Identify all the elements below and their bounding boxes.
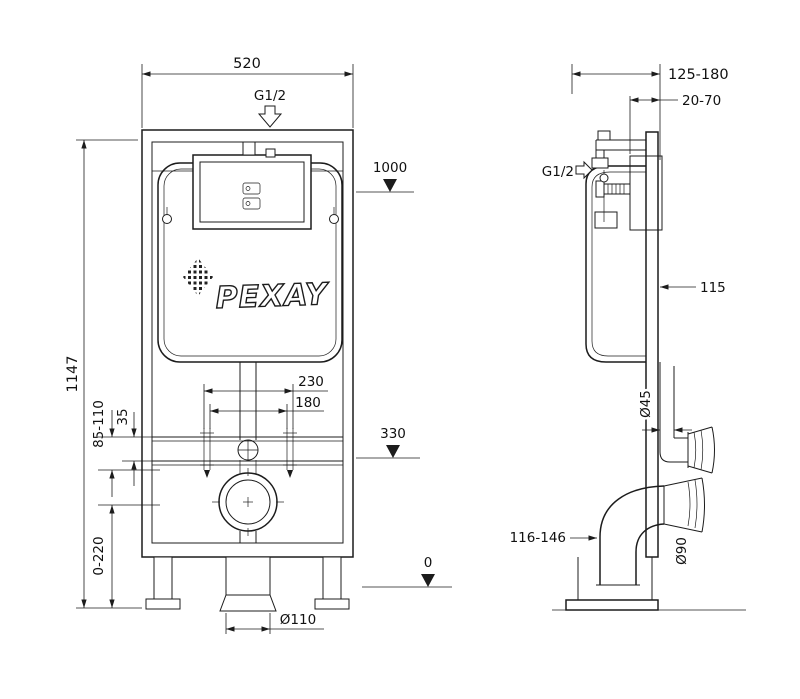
dim-depth-125-180: 125-180 xyxy=(668,67,729,83)
inlet-label-side: G1/2 xyxy=(542,164,574,180)
flush-pipe-side xyxy=(659,362,688,463)
frame-rail-side xyxy=(645,131,659,558)
dim-35: 35 xyxy=(115,408,131,425)
cistern-side xyxy=(585,165,649,363)
dim-adjust-20-70: 20-70 xyxy=(682,93,721,109)
inlet-arrow-right-icon xyxy=(575,160,593,180)
dim-116-146: 116-146 xyxy=(510,530,566,546)
drain-socket xyxy=(212,468,284,543)
waste-outlet-horn xyxy=(663,477,705,533)
level-330-marker-icon xyxy=(386,445,400,458)
mounting-rails xyxy=(152,436,343,466)
flush-pipe xyxy=(237,362,259,474)
front-view: PEXAY xyxy=(141,129,354,612)
side-view xyxy=(552,130,746,611)
dim-width-520: 520 xyxy=(233,56,261,72)
mounting-studs xyxy=(200,428,297,478)
dim-height-1147: 1147 xyxy=(65,356,81,393)
dim-85-110: 85-110 xyxy=(91,400,107,448)
front-dimensions: 520 G1/2 1000 1147 85-110 35 0-220 230 xyxy=(65,56,452,634)
logo-dot-mark xyxy=(183,258,213,296)
level-0: 0 xyxy=(424,555,433,571)
dim-dia-110: Ø110 xyxy=(280,612,316,628)
dim-dia-90: Ø90 xyxy=(674,537,690,565)
frame-foot-side xyxy=(552,557,746,611)
brand-logo-text: PEXAY xyxy=(215,277,331,316)
frame-feet xyxy=(145,556,350,610)
level-330: 330 xyxy=(380,426,406,442)
level-1000-marker-icon xyxy=(383,179,397,192)
dim-115: 115 xyxy=(700,280,726,296)
brand-logo: PEXAY xyxy=(183,258,331,317)
dim-dia-45: Ø45 xyxy=(638,390,654,418)
flush-plate-box xyxy=(192,154,312,230)
inlet-fittings xyxy=(242,141,276,158)
side-dimensions: 125-180 20-70 G1/2 115 Ø45 116-146 Ø90 xyxy=(510,64,729,567)
level-1000: 1000 xyxy=(373,160,407,176)
level-0-marker-icon xyxy=(421,574,435,587)
inlet-label-front: G1/2 xyxy=(254,88,286,104)
dim-180: 180 xyxy=(295,395,321,411)
flush-connector-cone xyxy=(687,426,715,474)
dim-0-220: 0-220 xyxy=(91,536,107,575)
inlet-fitting-side xyxy=(591,149,609,169)
cistern-side-inner-line xyxy=(591,171,648,357)
inlet-arrow-down-icon xyxy=(257,105,283,128)
dim-230: 230 xyxy=(298,374,324,390)
corner-brackets xyxy=(152,170,343,224)
cistern-internals xyxy=(594,170,618,229)
waste-elbow xyxy=(596,485,665,586)
floor-outlet-pipe xyxy=(219,556,277,612)
